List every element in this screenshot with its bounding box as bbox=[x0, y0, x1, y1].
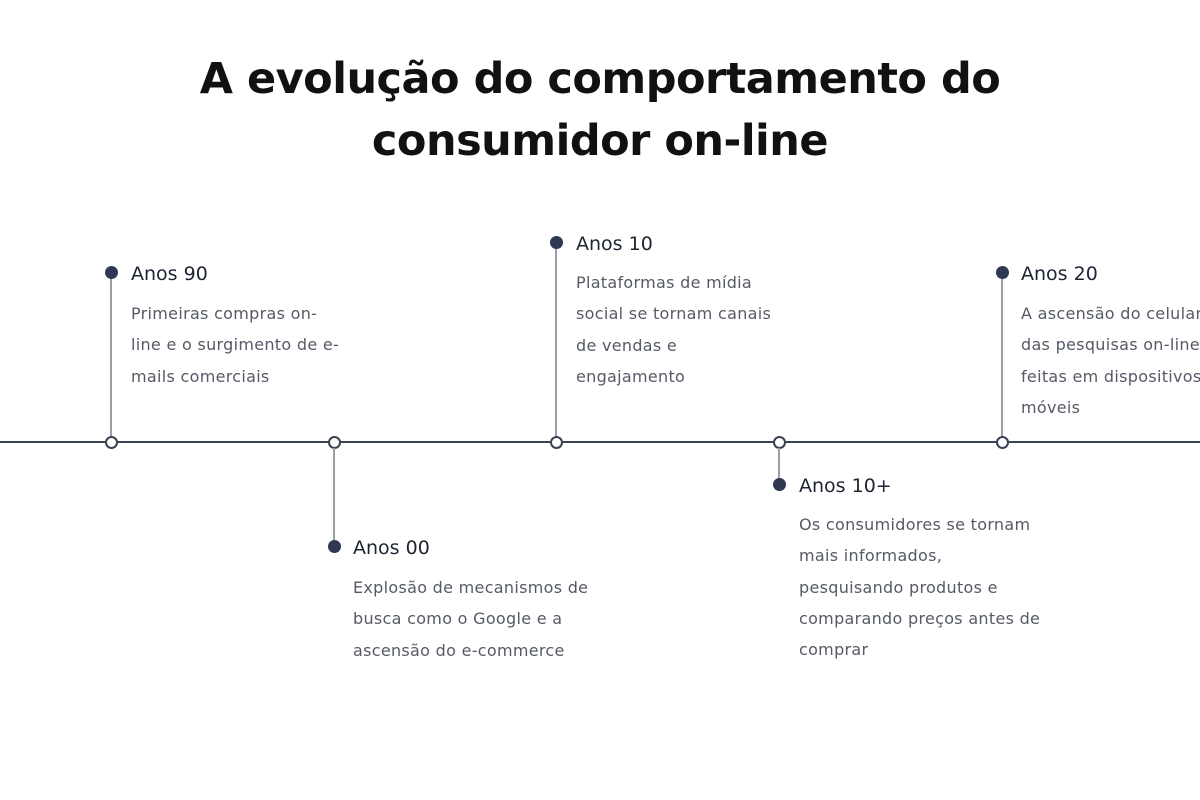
description-line: social se tornam canais bbox=[576, 304, 772, 324]
event-marker-dot bbox=[773, 478, 786, 491]
description-line: Plataformas de mídia bbox=[576, 273, 753, 292]
description-line: busca como o Google e a bbox=[353, 609, 563, 629]
event-label: Anos 10+ bbox=[799, 475, 892, 497]
description-line: de vendas e bbox=[576, 335, 678, 355]
timeline-node bbox=[105, 436, 118, 449]
description-line: das pesquisas on-line bbox=[1021, 335, 1200, 355]
event-connector bbox=[333, 448, 335, 546]
timeline-title: A evolução do comportamento do consumido… bbox=[0, 48, 1200, 172]
event-connector bbox=[555, 244, 557, 438]
description-line: comprar bbox=[799, 640, 869, 660]
title-line-1: A evolução do comportamento do bbox=[199, 54, 1001, 104]
description-line: A ascensão do celular bbox=[1021, 304, 1200, 323]
description-line: mais informados, bbox=[799, 546, 943, 566]
timeline-node bbox=[550, 436, 563, 449]
event-connector bbox=[1001, 274, 1003, 438]
event-marker-dot bbox=[996, 266, 1009, 279]
event-marker-dot bbox=[105, 266, 118, 279]
timeline-node bbox=[996, 436, 1009, 449]
event-marker-dot bbox=[550, 236, 563, 249]
event-description: A ascensão do celular das pesquisas on-l… bbox=[1021, 298, 1200, 423]
event-description: Plataformas de mídia social se tornam ca… bbox=[576, 267, 771, 392]
description-line: móveis bbox=[1021, 397, 1081, 417]
event-connector bbox=[110, 274, 112, 438]
description-line: pesquisando produtos e bbox=[799, 577, 998, 597]
title-line-2: consumidor on-line bbox=[371, 116, 829, 166]
event-description: Explosão de mecanismos de busca como o G… bbox=[353, 572, 588, 666]
description-line: Os consumidores se tornam bbox=[799, 515, 1031, 534]
description-line: mails comerciais bbox=[131, 366, 270, 386]
description-line: Explosão de mecanismos de bbox=[353, 578, 589, 597]
description-line: line e o surgimento de e- bbox=[131, 335, 340, 355]
description-line: ascensão do e-commerce bbox=[353, 640, 565, 660]
event-marker-dot bbox=[328, 540, 341, 553]
event-connector bbox=[778, 448, 780, 484]
event-label: Anos 10 bbox=[576, 233, 653, 255]
timeline-axis bbox=[0, 441, 1200, 443]
event-description: Os consumidores se tornam mais informado… bbox=[799, 509, 1040, 665]
description-line: engajamento bbox=[576, 366, 686, 386]
event-description: Primeiras compras on- line e o surgiment… bbox=[131, 298, 339, 392]
description-line: feitas em dispositivos bbox=[1021, 366, 1200, 386]
description-line: Primeiras compras on- bbox=[131, 304, 318, 323]
event-label: Anos 00 bbox=[353, 537, 430, 559]
event-label: Anos 90 bbox=[131, 263, 208, 285]
event-label: Anos 20 bbox=[1021, 263, 1098, 285]
description-line: comparando preços antes de bbox=[799, 608, 1041, 628]
